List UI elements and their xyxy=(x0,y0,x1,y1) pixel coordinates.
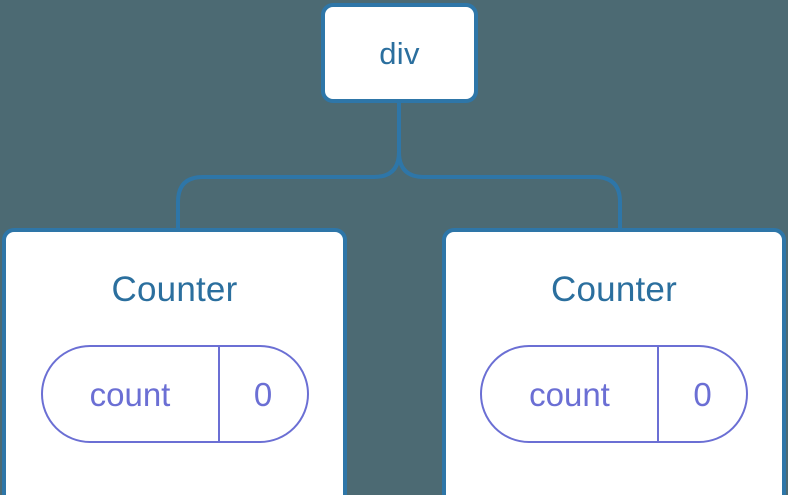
connector-branch-right xyxy=(397,150,622,232)
node-counter-0-label: Counter xyxy=(111,270,238,309)
state-key-0: count xyxy=(43,347,220,441)
connector-branch-left xyxy=(176,150,401,232)
state-pill-1[interactable]: count 0 xyxy=(480,345,748,443)
node-div[interactable]: div xyxy=(321,3,478,103)
state-value-0: 0 xyxy=(253,375,273,413)
state-value-1: 0 xyxy=(693,375,712,413)
node-counter-0[interactable]: Counter count 0 xyxy=(2,228,347,495)
node-counter-1-label: Counter xyxy=(551,270,677,309)
state-pill-0[interactable]: count 0 xyxy=(40,345,309,443)
node-counter-1[interactable]: Counter count 0 xyxy=(442,228,786,495)
node-div-label: div xyxy=(379,35,420,71)
state-key-1: count xyxy=(482,347,659,441)
